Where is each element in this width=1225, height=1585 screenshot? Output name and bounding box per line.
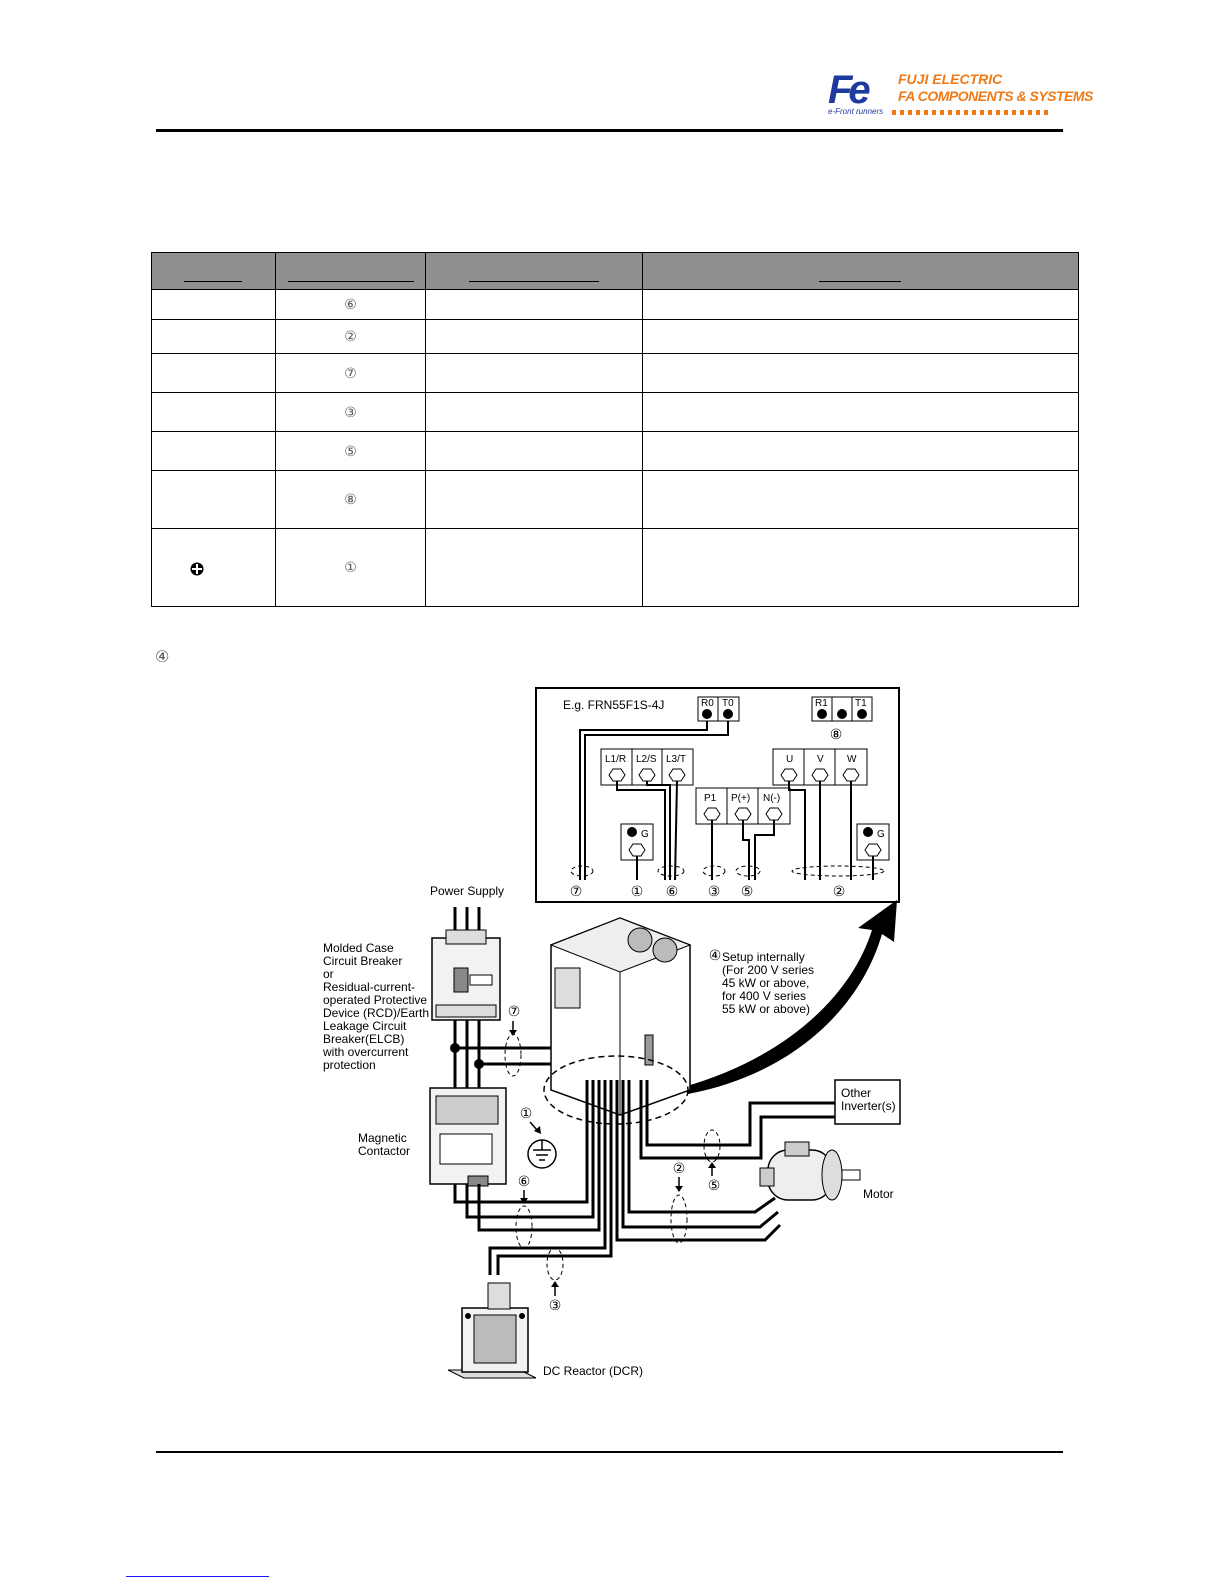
marker-1: ① [520,1106,533,1122]
marker-5: ⑤ [741,884,754,900]
marker-1: ① [631,884,644,900]
terminal-p1: P1 [704,793,717,804]
terminal-pplus: P(+) [731,793,750,804]
zoom-arrow [683,900,897,1094]
model-example: E.g. FRN55F1S-4J [563,698,664,712]
footer-link-underline[interactable] [126,1576,269,1577]
circuit-breaker [431,929,501,1021]
terminal-l1r: L1/R [605,754,626,765]
terminal-table: ⑥ ② ⑦ ③ ⑤ ⑧ ① [151,252,1080,607]
setup-label-line: 45 kW or above, [722,976,809,990]
logo-mark: Fe [828,68,871,112]
dc-reactor-icon [447,1282,537,1379]
marker-7: ⑦ [570,884,583,900]
footer-rule [156,1451,1063,1453]
magnetic-contactor [429,1087,507,1187]
table-row: ① [151,528,1080,607]
screw-icon [702,709,712,719]
inverter-unit [549,917,692,1116]
marker-8: ⑧ [830,727,843,743]
table-header-cell [274,252,427,290]
screw-icon [863,827,873,837]
terminal-r0: R0 [701,698,714,709]
row-marker: ⑥ [274,289,427,320]
breaker-label-line: protection [323,1058,376,1072]
table-row: ⑦ [151,353,1080,393]
setup-label-line: 55 kW or above) [722,1002,810,1016]
fuji-electric-logo: Fe FUJI ELECTRIC FA COMPONENTS & SYSTEMS… [828,68,1093,118]
setup-label-line: Setup internally [722,950,805,964]
terminal-g: G [641,829,649,840]
marker-6: ⑥ [518,1174,531,1190]
row-marker: ⑦ [274,353,427,393]
breaker-label-line: with overcurrent [322,1045,409,1059]
breaker-label-line: Circuit Breaker [323,954,402,968]
terminal-g: G [877,829,885,840]
row-marker: ② [274,319,427,354]
breaker-label-line: Molded Case [323,941,394,955]
breaker-label-line: or [323,967,334,981]
table-header-cell [641,252,1080,290]
contactor-label-line: Magnetic [358,1131,407,1145]
screw-icon [857,709,867,719]
marker-7: ⑦ [508,1004,521,1020]
breaker-label-line: Residual-current- [323,980,415,994]
marker-3: ③ [708,884,721,900]
breaker-label-line: Breaker(ELCB) [323,1032,404,1046]
setup-label-line: for 400 V series [722,989,806,1003]
motor-label: Motor [863,1187,894,1201]
breaker-label-line: operated Protective [323,993,427,1007]
terminal-l3t: L3/T [666,754,686,765]
logo-dot-strip [892,110,1052,115]
screw-icon [627,827,637,837]
contactor-label-line: Contactor [358,1144,410,1158]
setup-label-line: (For 200 V series [722,963,814,977]
screw-icon [817,709,827,719]
breaker-label-line: Leakage Circuit [323,1019,407,1033]
terminal-u: U [786,754,793,765]
dc-reactor-label: DC Reactor (DCR) [543,1364,643,1378]
terminal-t1: T1 [855,698,867,709]
breaker-label-line: Device (RCD)/Earth [323,1006,429,1020]
logo-division: FA COMPONENTS & SYSTEMS [898,88,1093,104]
screw-icon [723,709,733,719]
marker-2: ② [673,1161,686,1177]
other-inverter-box [834,1079,901,1125]
motor-icon [759,1141,861,1201]
row-marker: ⑧ [274,470,427,529]
table-row: ③ [151,392,1080,432]
terminal-t0: T0 [722,698,734,709]
terminal-r1: R1 [815,698,828,709]
logo-company: FUJI ELECTRIC [898,71,1003,87]
other-inverter-label-line: Other [841,1086,871,1100]
other-inverter-label-line: Inverter(s) [841,1099,896,1113]
ground-screw-icon [190,562,204,576]
logo-tagline: e-Front runners [828,107,884,116]
power-supply-label: Power Supply [430,884,504,898]
marker-4: ④ [709,948,722,964]
terminal-v: V [817,754,824,765]
screw-icon [837,709,847,719]
marker-5: ⑤ [708,1178,721,1194]
header-rule [156,129,1063,132]
marker-3: ③ [549,1298,562,1314]
terminal-l2s: L2/S [636,754,657,765]
terminal-nminus: N(-) [763,793,780,804]
table-header-cell [425,252,643,290]
terminal-w: W [847,754,857,765]
note-marker: ④ [155,649,170,666]
row-marker: ① [274,528,427,607]
table-header-row [151,252,1080,290]
marker-6: ⑥ [666,884,679,900]
marker-2: ② [833,884,846,900]
